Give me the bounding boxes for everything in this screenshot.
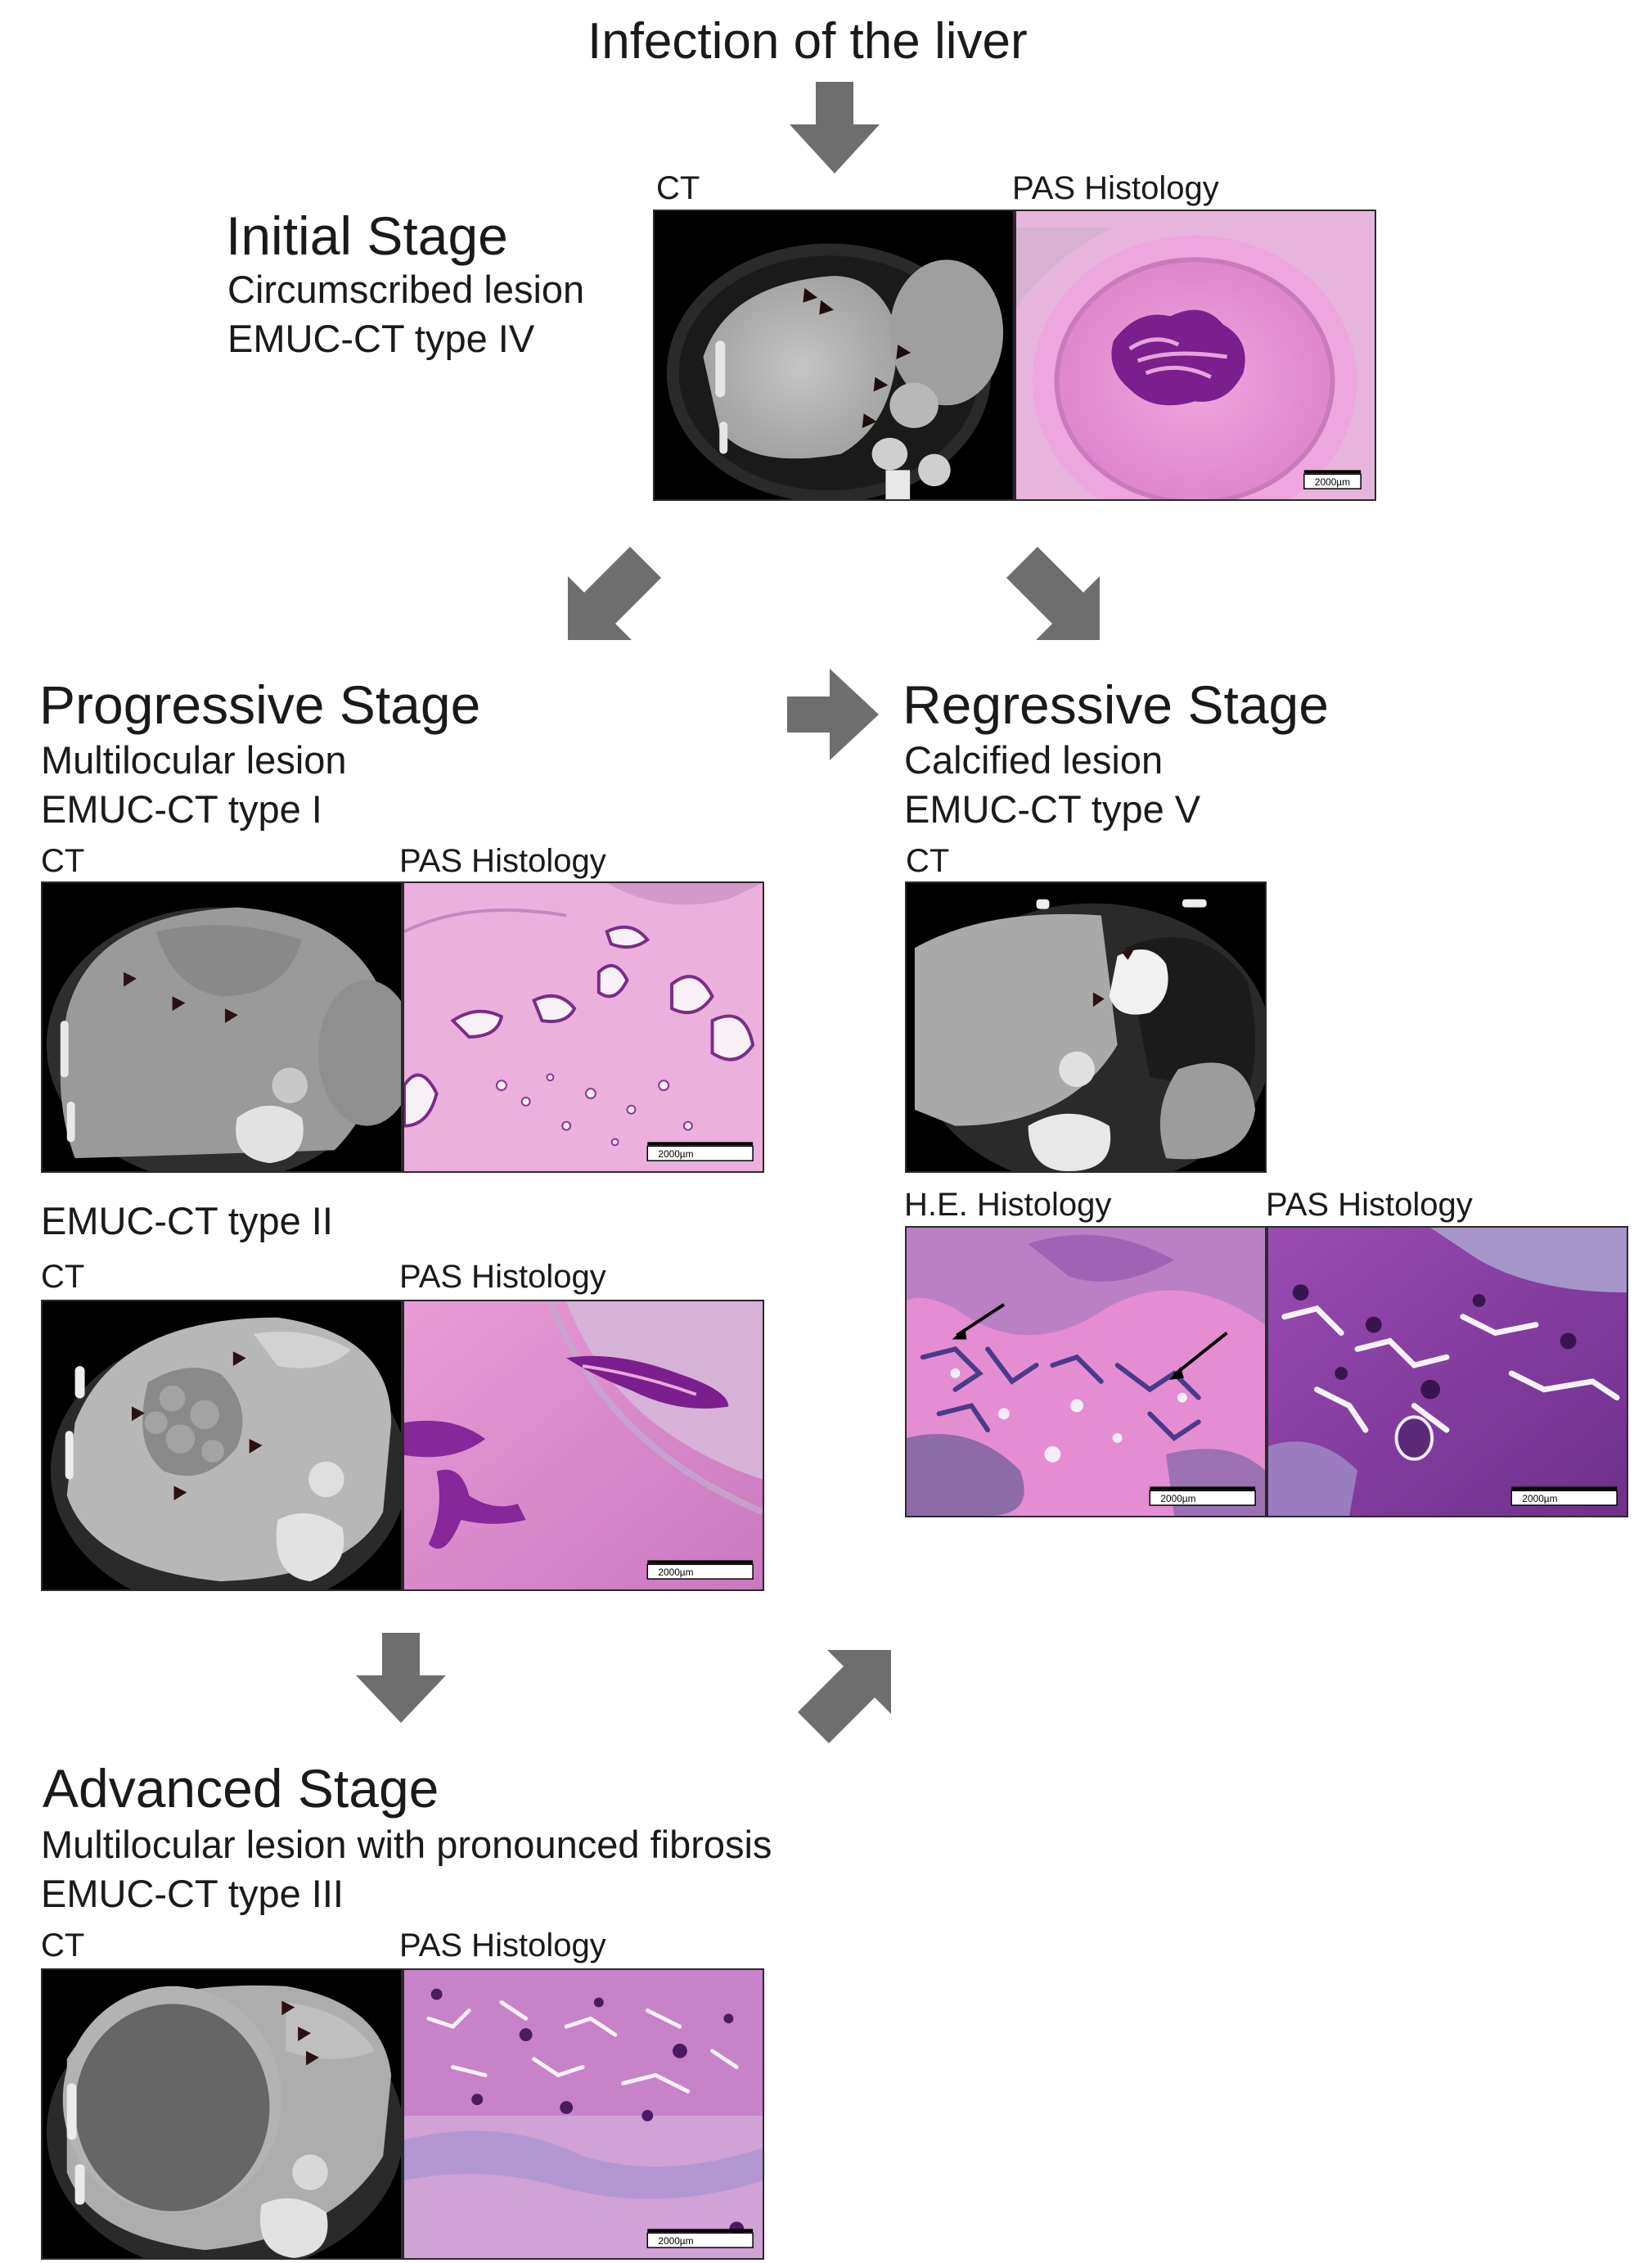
- initial-pas-label: PAS Histology: [1012, 170, 1219, 206]
- regressive-stage-emuc-type: EMUC-CT type V: [904, 787, 1201, 831]
- regressive-pas-scale-label: 2000µm: [1522, 1493, 1557, 1504]
- advanced-stage-emuc-type: EMUC-CT type III: [41, 1872, 344, 1915]
- progressive-stage-description: Multilocular lesion: [41, 738, 347, 782]
- initial-ct-label: CT: [656, 170, 700, 206]
- regressive-he-image: 2000µm: [905, 1226, 1267, 1517]
- progressive-type1-ct-image: [41, 881, 403, 1173]
- progressive-type1-pas-image: 2000µm: [403, 881, 764, 1173]
- initial-ct-image: [653, 210, 1015, 501]
- regressive-pas-label: PAS Histology: [1266, 1187, 1473, 1223]
- figure-title: Infection of the liver: [587, 13, 1028, 70]
- initial-stage-emuc-type: EMUC-CT type IV: [227, 317, 535, 360]
- arrow-right-icon: [787, 669, 879, 760]
- progressive-type1-ct-label: CT: [41, 843, 85, 879]
- initial-pas-scale-label: 2000µm: [1315, 476, 1350, 488]
- advanced-pas-label: PAS Histology: [399, 1927, 606, 1963]
- progressive-type2-ct-image: [41, 1300, 403, 1591]
- arrow-down-left-icon: [565, 547, 663, 645]
- progressive-stage-emuc-type-2: EMUC-CT type II: [41, 1199, 333, 1242]
- arrow-down-icon: [790, 82, 880, 174]
- progressive-type2-ct-label: CT: [41, 1259, 85, 1295]
- regressive-stage-description: Calcified lesion: [904, 738, 1164, 782]
- progressive-stage-title: Progressive Stage: [39, 674, 481, 735]
- advanced-pas-image: 2000µm: [403, 1968, 764, 2260]
- progressive-type2-pas-label: PAS Histology: [399, 1259, 606, 1295]
- advanced-pas-scale-label: 2000µm: [658, 2235, 693, 2247]
- advanced-ct-label: CT: [41, 1927, 85, 1963]
- regressive-pas-image: 2000µm: [1267, 1226, 1628, 1517]
- initial-pas-image: 2000µm: [1015, 210, 1376, 501]
- advanced-ct-image: [41, 1968, 403, 2260]
- advanced-stage-description: Multilocular lesion with pronounced fibr…: [41, 1823, 772, 1866]
- progressive-stage-emuc-type-1: EMUC-CT type I: [41, 787, 322, 831]
- arrow-up-right-icon: [798, 1645, 896, 1743]
- regressive-he-scale-label: 2000µm: [1160, 1493, 1195, 1504]
- advanced-stage-title: Advanced Stage: [43, 1758, 439, 1819]
- progressive-type2-scale-label: 2000µm: [658, 1567, 693, 1578]
- arrow-down-right-icon: [1006, 547, 1105, 645]
- arrow-down-icon-2: [356, 1633, 446, 1723]
- progressive-type2-pas-image: 2000µm: [403, 1300, 764, 1591]
- regressive-stage-title: Regressive Stage: [903, 674, 1329, 735]
- progressive-type1-pas-label: PAS Histology: [399, 843, 606, 879]
- initial-stage-title: Initial Stage: [226, 205, 508, 266]
- regressive-ct-label: CT: [906, 843, 950, 879]
- initial-stage-description: Circumscribed lesion: [227, 268, 585, 311]
- regressive-ct-image: [905, 881, 1267, 1173]
- regressive-he-label: H.E. Histology: [904, 1187, 1112, 1223]
- progressive-type1-scale-label: 2000µm: [658, 1148, 693, 1160]
